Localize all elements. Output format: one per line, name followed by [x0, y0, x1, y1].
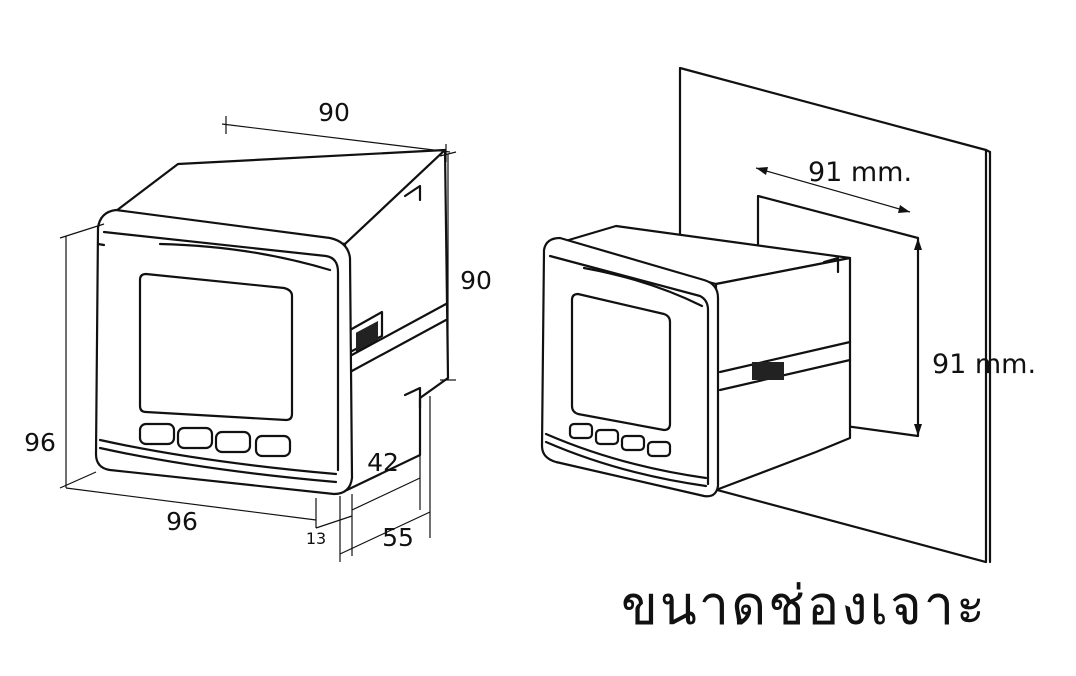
body-depth-label: 42 — [367, 448, 399, 477]
cutout-width-label: 91 mm. — [808, 157, 912, 188]
top-width-label: 90 — [318, 98, 350, 127]
cutout-height-label: 91 mm. — [932, 349, 1036, 380]
front-height-label: 96 — [24, 428, 56, 457]
front-width-label: 96 — [166, 507, 198, 536]
dimension-lines — [59, 116, 457, 562]
cutout-size-caption: ขนาดช่องเจาะ — [621, 574, 987, 637]
bezel-depth-label: 13 — [306, 529, 326, 548]
side-height-label: 90 — [460, 266, 492, 295]
meter-isometric-view — [94, 148, 450, 496]
cutout-dimension-lines — [755, 167, 922, 436]
total-depth-label: 55 — [382, 523, 414, 552]
panel-mount-view — [540, 66, 992, 564]
